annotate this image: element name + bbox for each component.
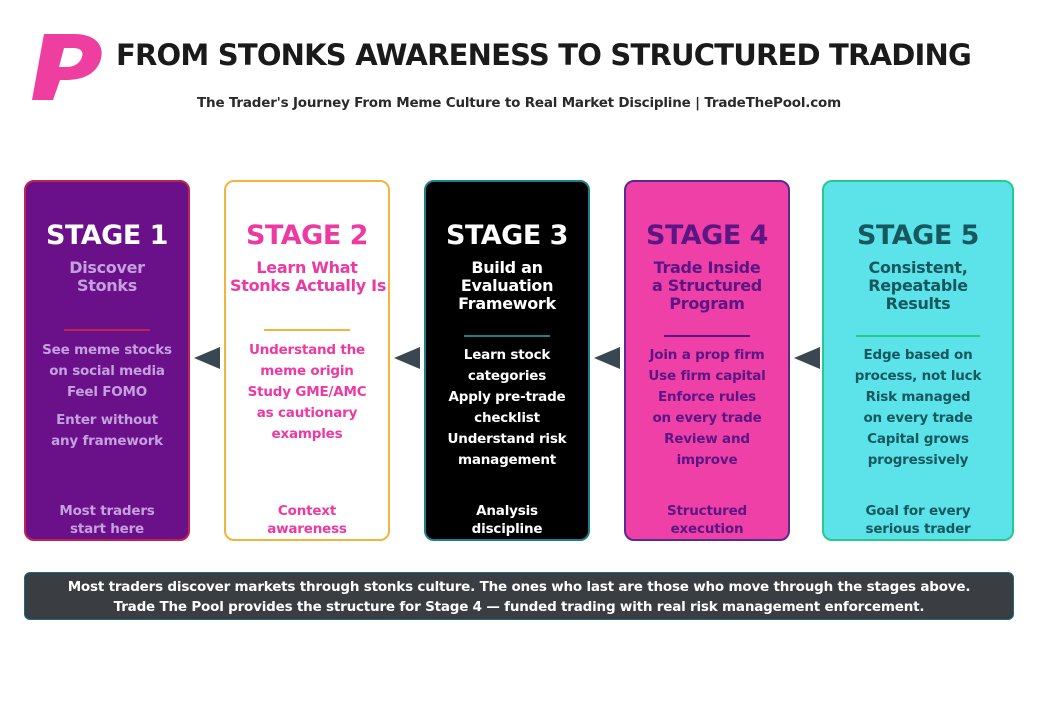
stage-divider (664, 335, 750, 337)
stage-item: as cautionary (256, 405, 358, 421)
stage-item: improve (676, 452, 738, 468)
stage-name: Discover Stonks (69, 258, 145, 295)
stage-label: STAGE 2 (246, 220, 368, 251)
stage-item: Apply pre-trade (448, 389, 566, 405)
stage-divider (856, 335, 980, 337)
stage-name: Consistent, Repeatable Results (868, 258, 968, 313)
stage-item: checklist (474, 410, 540, 426)
stage-item: Learn stock (463, 347, 551, 363)
arrow-left-icon (594, 347, 620, 369)
arrow-left-icon (394, 347, 420, 369)
stage-card-5: STAGE 5 Consistent, Repeatable Results E… (822, 180, 1014, 541)
stage-items: Learn stock categories Apply pre-trade c… (430, 345, 584, 471)
stage-item: on social media (49, 363, 165, 379)
banner-line: Trade The Pool provides the structure fo… (113, 599, 925, 615)
banner-line: Most traders discover markets through st… (67, 579, 971, 595)
stage-item: See meme stocks (42, 342, 172, 358)
page-subtitle: The Trader's Journey From Meme Culture t… (197, 95, 841, 111)
stage-footer: Context awareness (267, 503, 347, 537)
stage-footer: Most traders start here (59, 503, 155, 537)
stage-footer: Goal for every serious trader (865, 503, 971, 537)
stage-name: Build an Evaluation Framework (458, 258, 556, 313)
stage-item: Capital grows (867, 431, 969, 447)
stage-divider (464, 335, 550, 337)
stage-item: any framework (51, 433, 163, 449)
stage-item: Understand the (248, 342, 366, 358)
stage-item: progressively (867, 452, 969, 468)
stage-item: Join a prop firm (649, 347, 765, 363)
stage-item: examples (271, 426, 343, 442)
summary-banner: Most traders discover markets through st… (24, 572, 1014, 620)
stage-item: Feel FOMO (66, 384, 148, 400)
stage-item: Enter without (56, 412, 158, 428)
stage-label: STAGE 4 (646, 220, 768, 251)
stage-item: meme origin (260, 363, 354, 379)
stage-items: Understand the meme origin Study GME/AMC… (230, 340, 384, 445)
stage-item: on every trade (863, 410, 973, 426)
stage-items: Edge based on process, not luck Risk man… (828, 345, 1008, 471)
stage-item: categories (467, 368, 547, 384)
stage-item: Study GME/AMC (247, 384, 367, 400)
stage-item: Edge based on (863, 347, 973, 363)
stage-item: Review and (664, 431, 750, 447)
arrow-left-icon (794, 347, 820, 369)
stage-name: Trade Inside a Structured Program (652, 258, 762, 313)
stage-card-1: STAGE 1 Discover Stonks See meme stocks … (24, 180, 190, 541)
stage-divider (64, 329, 150, 331)
stage-card-2: STAGE 2 Learn What Stonks Actually Is Un… (224, 180, 390, 541)
stage-label: STAGE 1 (46, 220, 168, 251)
stage-items: Join a prop firm Use firm capital Enforc… (630, 345, 784, 471)
stage-item: Enforce rules (658, 389, 756, 405)
stage-item: on every trade (652, 410, 762, 426)
stage-card-4: STAGE 4 Trade Inside a Structured Progra… (624, 180, 790, 541)
stage-card-3: STAGE 3 Build an Evaluation Framework Le… (424, 180, 590, 541)
stage-item: Understand risk (447, 431, 567, 447)
stage-name: Learn What Stonks Actually Is (230, 258, 387, 295)
stage-items: See meme stocks on social media Feel FOM… (30, 340, 184, 452)
stage-divider (264, 329, 350, 331)
stage-footer: Structured execution (667, 503, 747, 537)
stage-item: Risk managed (865, 389, 971, 405)
stage-label: STAGE 5 (857, 220, 979, 251)
page-title: FROM STONKS AWARENESS TO STRUCTURED TRAD… (116, 38, 972, 72)
stage-label: STAGE 3 (446, 220, 568, 251)
stage-item: management (457, 452, 556, 468)
arrow-left-icon (194, 347, 220, 369)
stage-footer: Analysis discipline (471, 503, 543, 537)
stage-item: process, not luck (854, 368, 982, 384)
stage-item: Use firm capital (648, 368, 766, 384)
pink-p-logo-icon (32, 34, 102, 100)
